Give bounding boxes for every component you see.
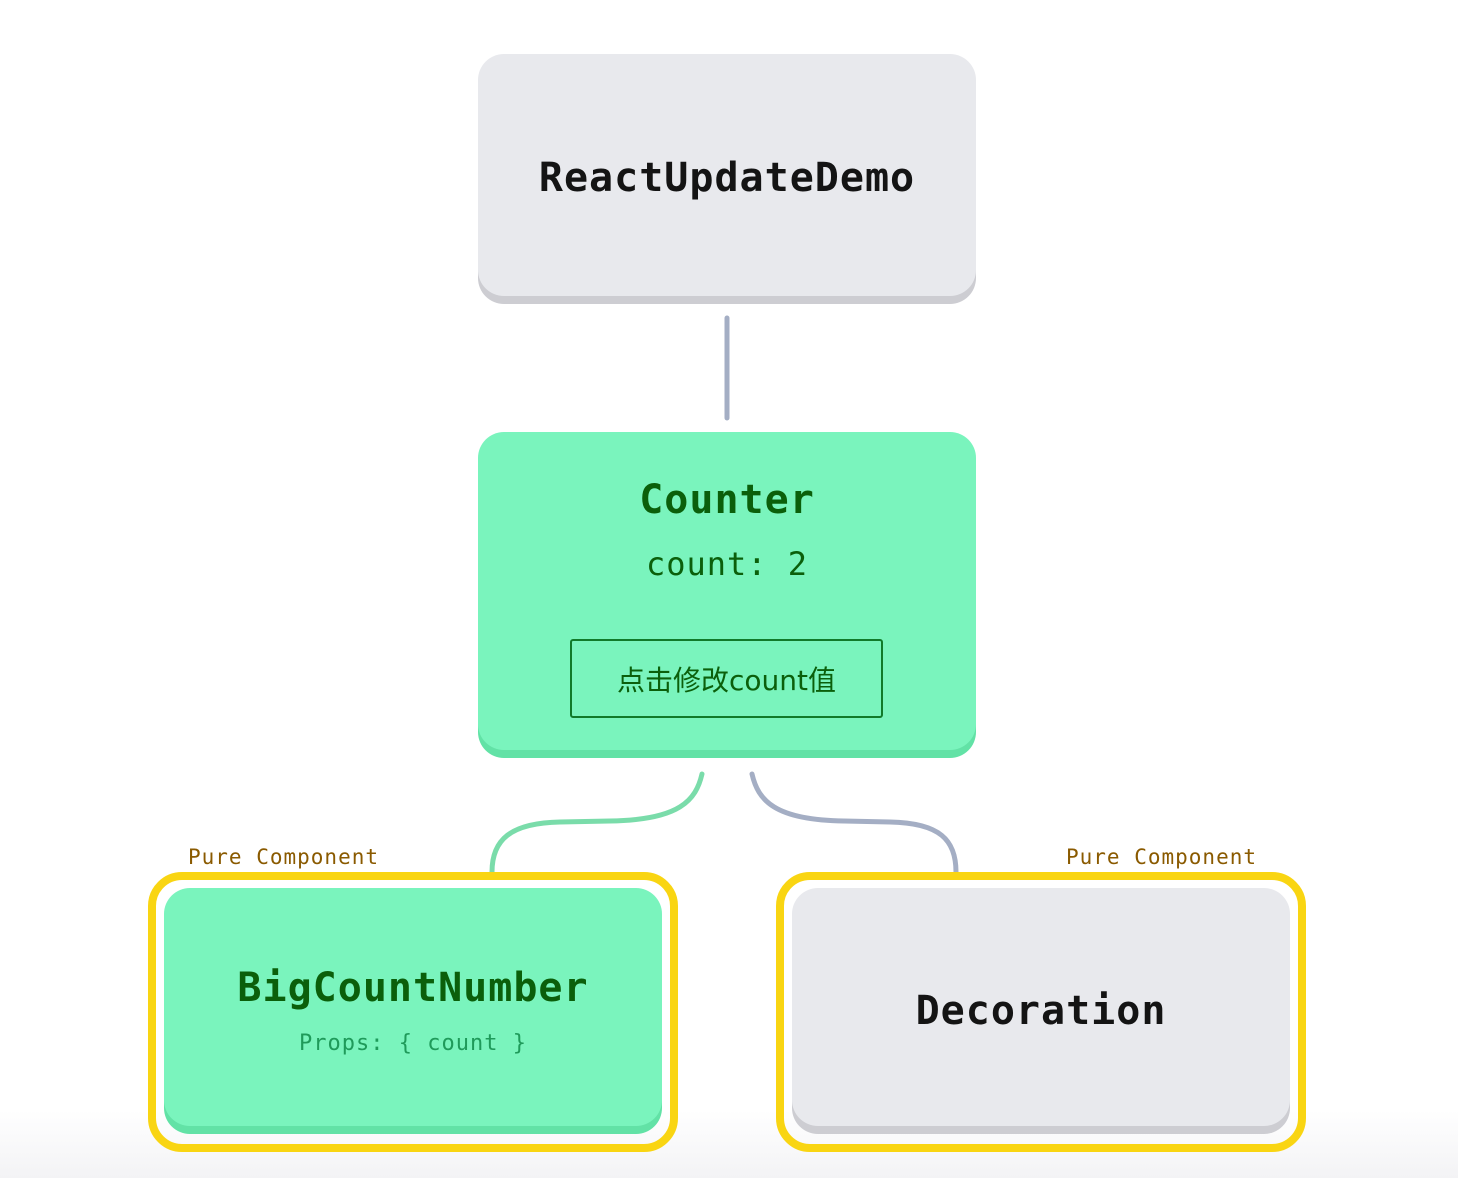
bigcountnumber-pure-frame [148,872,678,1152]
bigcountnumber-node: BigCountNumber Props: { count } [164,888,662,1126]
decoration-node: Decoration [792,888,1290,1126]
edge-counter-to-decoration [749,771,959,875]
bigcountnumber-title: BigCountNumber [237,965,589,1011]
decoration-pure-frame [776,872,1306,1152]
update-count-button[interactable]: 点击修改count值 [570,639,883,718]
edge-counter-to-bigcountnumber [489,771,705,875]
counter-state-text: count: 2 [645,545,809,583]
counter-title: Counter [639,477,815,523]
decoration-title: Decoration [915,988,1167,1034]
react-update-demo-node: ReactUpdateDemo [478,54,976,296]
decoration-pure-badge: Pure Component [1066,845,1258,869]
react-update-demo-title: ReactUpdateDemo [538,155,916,201]
counter-node: Counter count: 2 点击修改count值 [478,432,976,750]
bigcountnumber-props-text: Props: { count } [299,1031,527,1056]
bigcountnumber-pure-badge: Pure Component [188,845,380,869]
